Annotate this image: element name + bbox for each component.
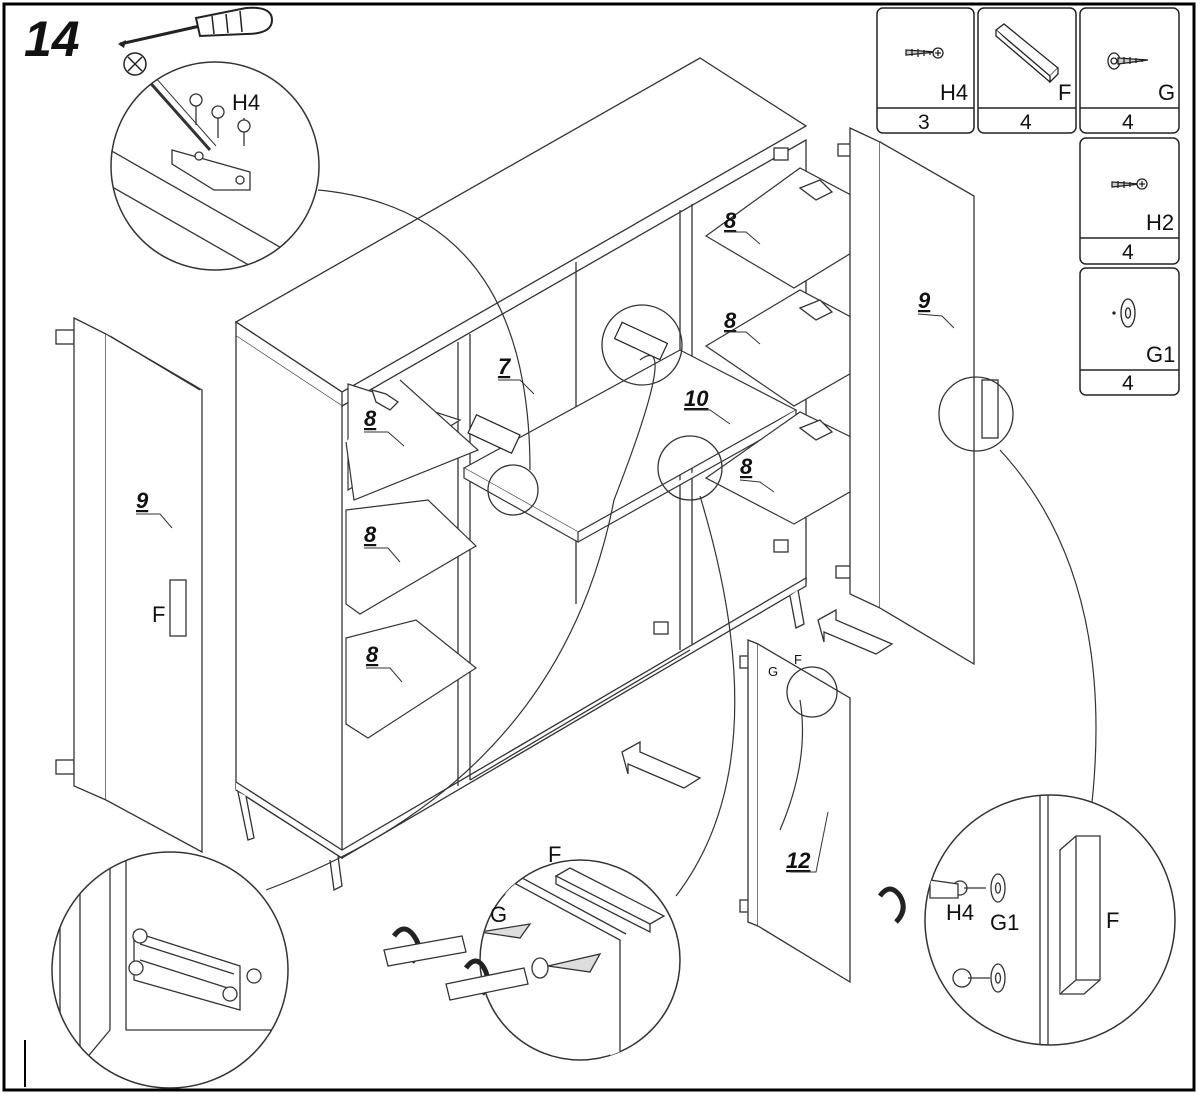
washer-screw-icon: [1107, 52, 1149, 70]
parts-table: [876, 7, 1180, 396]
label-handle-f-left: F: [152, 602, 165, 627]
handle-icon: [994, 23, 1059, 84]
part-box-f: [977, 7, 1077, 134]
washer-icon: [1112, 298, 1136, 328]
part-box-g: [1079, 7, 1180, 134]
rotate-icon: [877, 886, 906, 924]
screw-icon: [905, 47, 944, 59]
detail-circle-hinge-a: [487, 464, 539, 516]
screw-icon: [1111, 178, 1148, 190]
door-small: [747, 639, 851, 984]
cabinet-body: [234, 57, 808, 891]
label-shelf-8d: 8: [724, 208, 737, 233]
label-washer-g1: G1: [990, 910, 1019, 935]
label-door-9-right: 9: [918, 288, 931, 313]
part-qty-g1: 4: [1122, 372, 1134, 395]
label-shelf-8f: 8: [740, 454, 753, 479]
detail-circle-hinge-b: [601, 304, 683, 386]
label-shelf-8a: 8: [364, 406, 377, 431]
part-qty-g: 4: [1122, 111, 1134, 134]
label-shelf-8c: 8: [366, 642, 379, 667]
label-middle-shelf-10: 10: [684, 386, 709, 411]
part-code-h2: H2: [1146, 210, 1174, 235]
label-screw-h4-bottom: H4: [946, 900, 974, 925]
detail-circle-door-small: [786, 666, 838, 718]
step-number: 14: [24, 11, 80, 67]
label-h4-top: H4: [232, 90, 260, 115]
part-box-h2: [1079, 137, 1180, 265]
part-box-g1: [1079, 267, 1180, 396]
label-g-small: G: [768, 664, 778, 679]
label-shelf-8e: 8: [724, 308, 737, 333]
glass-shelves-left: [345, 379, 480, 739]
phillips-bit-icon: [123, 52, 147, 76]
detail-circle-door-right: [938, 376, 1014, 452]
insert-arrows: [370, 179, 894, 789]
part-qty-h4: 3: [918, 111, 930, 134]
screwdriver-icon: [383, 935, 529, 1001]
detail-circle-shelf: [657, 435, 723, 501]
part-code-h4: H4: [940, 80, 968, 105]
label-door-12: 12: [786, 848, 811, 873]
part-code-f: F: [1058, 80, 1071, 105]
door-left: [73, 316, 203, 854]
detail-circle-handle-side: [924, 794, 1176, 1046]
part-box-h4: [876, 7, 975, 134]
label-f-small: F: [794, 652, 802, 667]
label-leaders: [136, 231, 955, 873]
screwdriver-icon: [118, 6, 274, 48]
label-handle-f-mid: F: [548, 842, 561, 867]
part-code-g: G: [1158, 80, 1175, 105]
handle-f-right: [981, 379, 999, 439]
door-right: [849, 126, 999, 666]
label-handle-f-right: F: [1106, 908, 1119, 933]
label-shelf-8b: 8: [364, 522, 377, 547]
callout-lines: [265, 189, 1097, 897]
label-top-7: 7: [498, 354, 512, 379]
part-qty-f: 4: [1020, 111, 1032, 134]
label-door-9-left: 9: [136, 488, 149, 513]
middle-shelf: [462, 349, 798, 544]
handle-f-left: [169, 579, 187, 637]
part-qty-h2: 4: [1122, 241, 1134, 264]
part-code-g1: G1: [1146, 342, 1175, 367]
label-washer-screw-g: G: [490, 902, 507, 927]
